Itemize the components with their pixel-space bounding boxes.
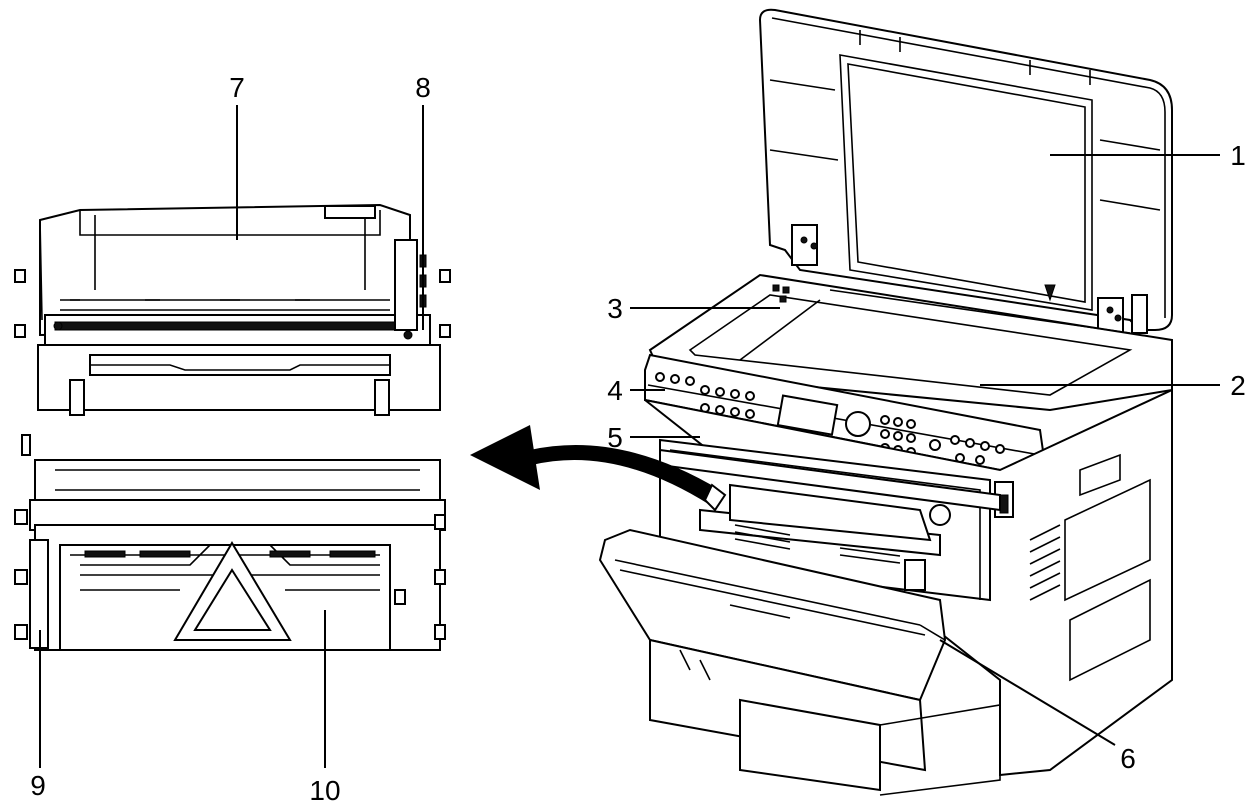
callout-4: 4 [607, 375, 623, 406]
callout-2: 2 [1230, 370, 1246, 401]
drum-unit [14, 203, 451, 416]
developer-and-toner-inside [659, 448, 1001, 591]
callout-7: 7 [229, 72, 245, 103]
callout-1: 1 [1230, 140, 1246, 171]
callout-3: 3 [607, 293, 623, 324]
callout-9: 9 [30, 770, 46, 801]
leader-lines [39, 105, 1220, 768]
printer-main-unit [598, 8, 1173, 796]
callout-10: 10 [309, 775, 340, 806]
panel-buttons [655, 372, 1005, 465]
operation-panel [644, 353, 1047, 472]
callout-5: 5 [607, 422, 623, 453]
removal-arrow [470, 425, 727, 512]
callout-6: 6 [1120, 743, 1136, 774]
side-vent [1029, 453, 1151, 682]
platen-glass-area [648, 273, 1173, 412]
leader-6 [939, 639, 1116, 746]
front-cover [598, 528, 1001, 796]
callout-8: 8 [415, 72, 431, 103]
callout-labels: 1 2 3 4 5 6 7 8 9 10 [30, 72, 1246, 806]
toner-container [59, 541, 391, 651]
